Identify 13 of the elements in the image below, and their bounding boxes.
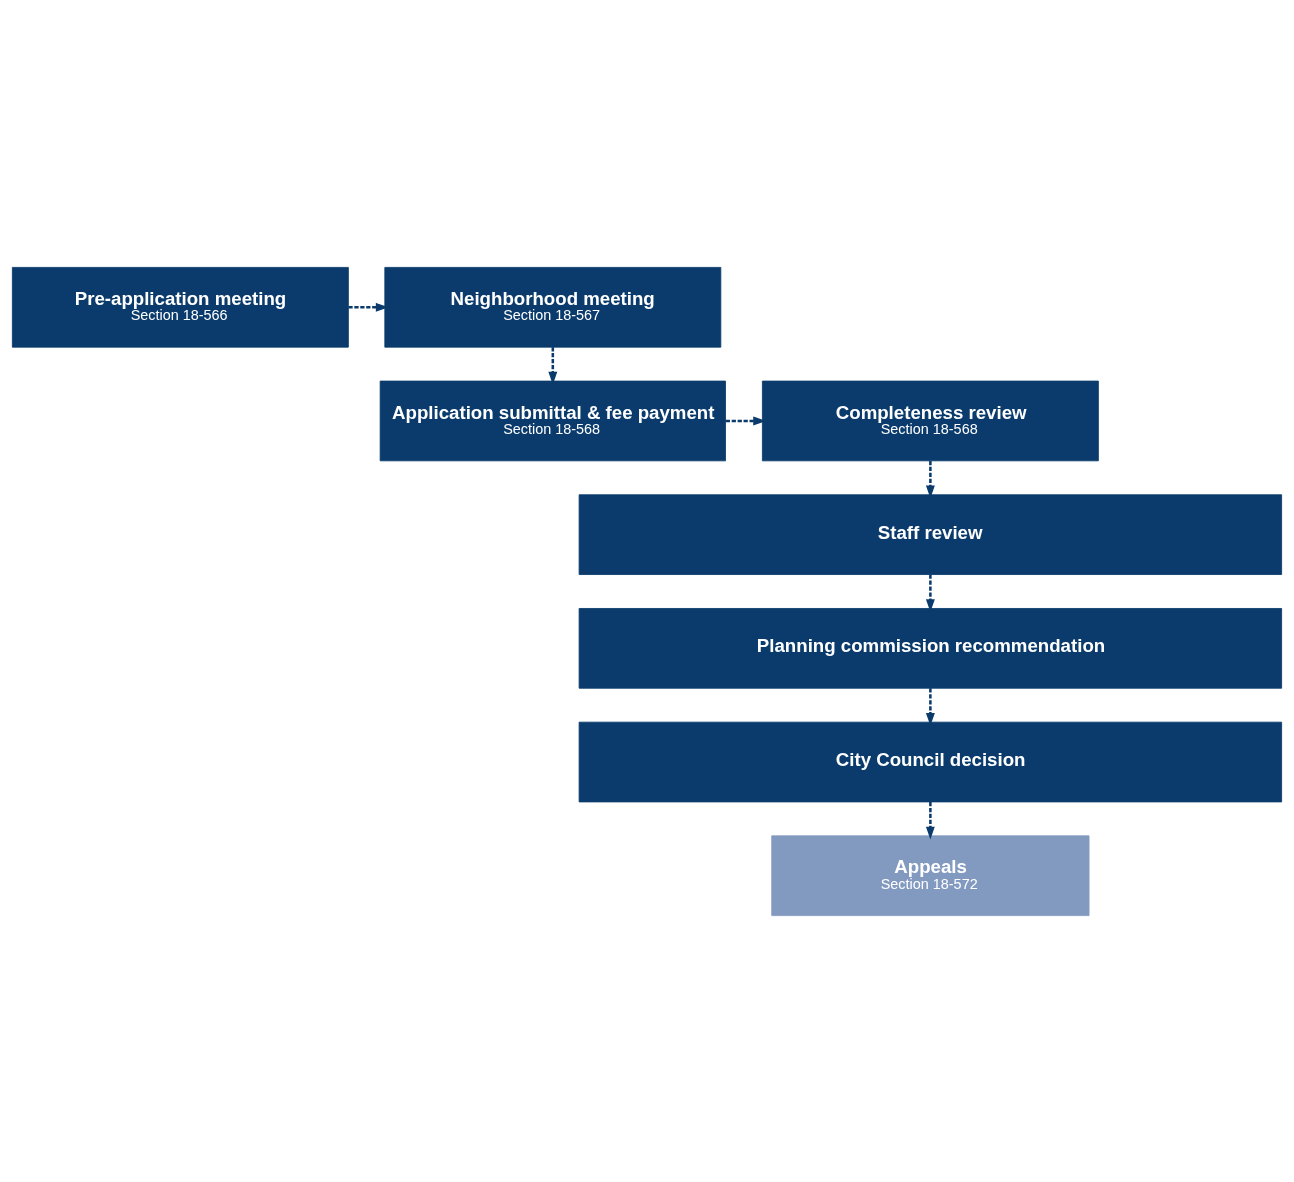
node-box: Neighborhood meeting Section 18-567 [384,266,722,348]
arrow [925,801,935,839]
node-box: Planning commission recommendation [578,607,1283,689]
node-box: City Council decision [578,721,1283,802]
arrow [925,574,935,612]
node-box: Staff review [578,493,1283,575]
arrow [925,687,935,726]
arrow [725,416,766,425]
node-box: Completeness review Section 18-568 [761,380,1099,461]
node-box: Application submittal & fee payment Section 18-568 [379,380,726,461]
node-box: Pre-application meeting Section 18-566 [11,266,349,348]
node-box: Appeals Section 18-572 [771,834,1090,916]
arrow [925,460,935,498]
